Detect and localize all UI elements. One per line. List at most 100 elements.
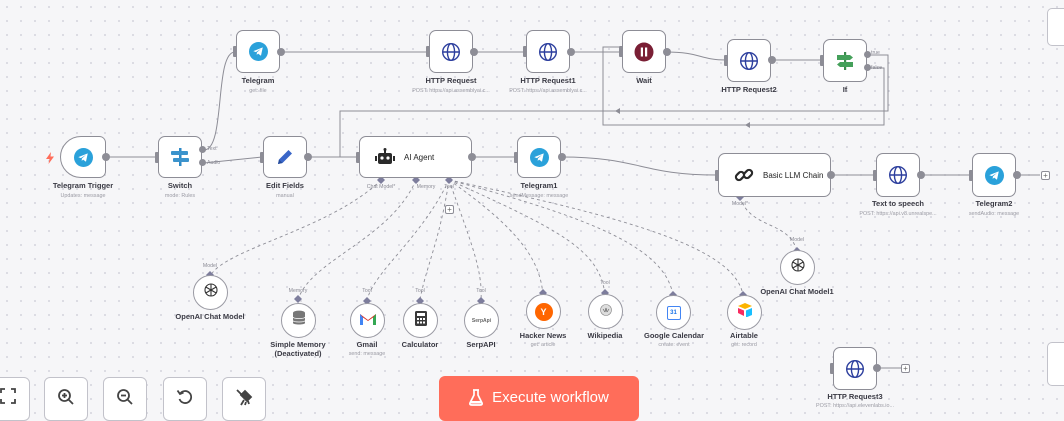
node-basic-llm-chain[interactable]: Basic LLM Chain [718,153,831,197]
subnode-google-calendar[interactable]: 31 [656,295,691,330]
node-label: Telegram1 [520,181,558,190]
node-http-request[interactable] [429,30,473,73]
port-label: Tool [476,288,486,294]
output-handle[interactable] [827,171,835,179]
node-switch[interactable] [158,136,202,178]
input-handle[interactable] [820,55,824,66]
zoom-in-icon [57,388,75,411]
node-http-request3[interactable] [833,347,877,390]
node-edit-fields[interactable] [263,136,307,178]
side-panel-toggle[interactable] [1047,342,1064,386]
zoom-in-button[interactable] [44,377,88,421]
subnode-calculator[interactable] [403,303,438,338]
output-handle[interactable] [917,171,925,179]
subnode-label: Gmail [356,340,378,349]
input-handle[interactable] [873,170,877,181]
input-handle[interactable] [969,170,973,181]
node-label: HTTP Request [425,76,477,85]
output-handle-true[interactable] [864,51,871,58]
output-handle[interactable] [1013,171,1021,179]
output-handle-false[interactable] [864,64,871,71]
node-text-to-speech[interactable] [876,153,920,197]
port-label-tool: Tool [444,184,454,190]
node-subtitle: manual [276,193,294,199]
tidy-up-button[interactable] [222,377,266,421]
subnode-openai-chat-model1[interactable] [780,250,815,285]
zoom-out-button[interactable] [103,377,147,421]
output-handle[interactable] [470,48,478,56]
trigger-bolt-icon [46,151,54,169]
airtable-icon [737,303,753,322]
input-handle[interactable] [724,55,728,66]
execute-workflow-button[interactable]: Execute workflow [439,376,639,421]
node-label: Text to speech [872,199,924,208]
input-handle[interactable] [155,152,159,163]
output-handle[interactable] [567,48,575,56]
subnode-hacker-news[interactable]: Y [526,294,561,329]
node-telegram-trigger[interactable] [60,136,106,178]
fit-view-button[interactable] [0,377,30,421]
node-subtitle: sendAudio: message [968,211,1020,217]
subnode-label: Wikipedia [587,331,623,340]
input-handle[interactable] [830,363,834,374]
input-handle[interactable] [715,170,719,181]
node-if[interactable] [823,39,867,82]
node-http-request2[interactable] [727,39,771,82]
globe-icon [887,164,909,186]
subnode-subtitle: create: event [658,342,690,348]
subnode-simple-memory[interactable] [281,303,316,338]
output-handle-text[interactable] [199,146,206,153]
robot-icon [374,146,396,168]
add-node-button[interactable]: + [1041,171,1050,180]
node-telegram[interactable] [236,30,280,73]
port-label: Tool [600,280,610,286]
input-handle[interactable] [233,46,237,57]
add-node-button[interactable]: + [901,364,910,373]
node-label: Switch [167,181,193,190]
reset-zoom-button[interactable] [163,377,207,421]
subnode-label: Hacker News [519,331,567,340]
output-handle[interactable] [768,56,776,64]
node-label: AI Agent [404,152,435,162]
input-handle[interactable] [356,152,360,163]
node-subtitle: POST: https://api.v8.unrealspe... [859,211,937,217]
input-handle[interactable] [260,152,264,163]
subnode-gmail[interactable] [350,303,385,338]
node-http-request1[interactable] [526,30,570,73]
subnode-serpapi[interactable]: SerpApi [464,303,499,338]
output-handle[interactable] [873,364,881,372]
input-handle[interactable] [426,46,430,57]
globe-icon [537,41,559,63]
node-ai-agent[interactable]: AI Agent [359,136,472,178]
output-handle[interactable] [304,153,312,161]
subnode-wikipedia[interactable] [588,294,623,329]
subnode-subtitle: send: message [348,351,386,357]
input-handle[interactable] [619,46,623,57]
node-subtitle: POST: https://api.assemblyai.c... [509,88,587,94]
add-tool-button[interactable]: + [445,205,454,214]
flask-icon [469,389,484,410]
node-subtitle: sendMessage: message [509,193,569,199]
node-label: HTTP Request2 [721,85,777,94]
subnode-label-deactivated: (Deactivated) [274,349,322,358]
subnode-airtable[interactable] [727,295,762,330]
node-wait[interactable] [622,30,666,73]
node-label: Basic LLM Chain [763,170,824,180]
output-handle[interactable] [468,153,476,161]
port-label: Memory [288,288,308,294]
output-handle-audio[interactable] [199,159,206,166]
hacker-news-letter: Y [540,306,547,317]
output-handle[interactable] [102,153,110,161]
node-label: Telegram [241,76,275,85]
node-telegram2[interactable] [972,153,1016,197]
output-handle[interactable] [277,48,285,56]
input-handle[interactable] [514,152,518,163]
subnode-openai-chat-model[interactable] [193,275,228,310]
output-handle[interactable] [558,153,566,161]
side-panel-tab[interactable] [1047,8,1064,46]
input-handle[interactable] [523,46,527,57]
telegram-icon [247,41,269,63]
output-label-text: Text [207,146,217,152]
output-handle[interactable] [663,48,671,56]
node-telegram1[interactable] [517,136,561,178]
